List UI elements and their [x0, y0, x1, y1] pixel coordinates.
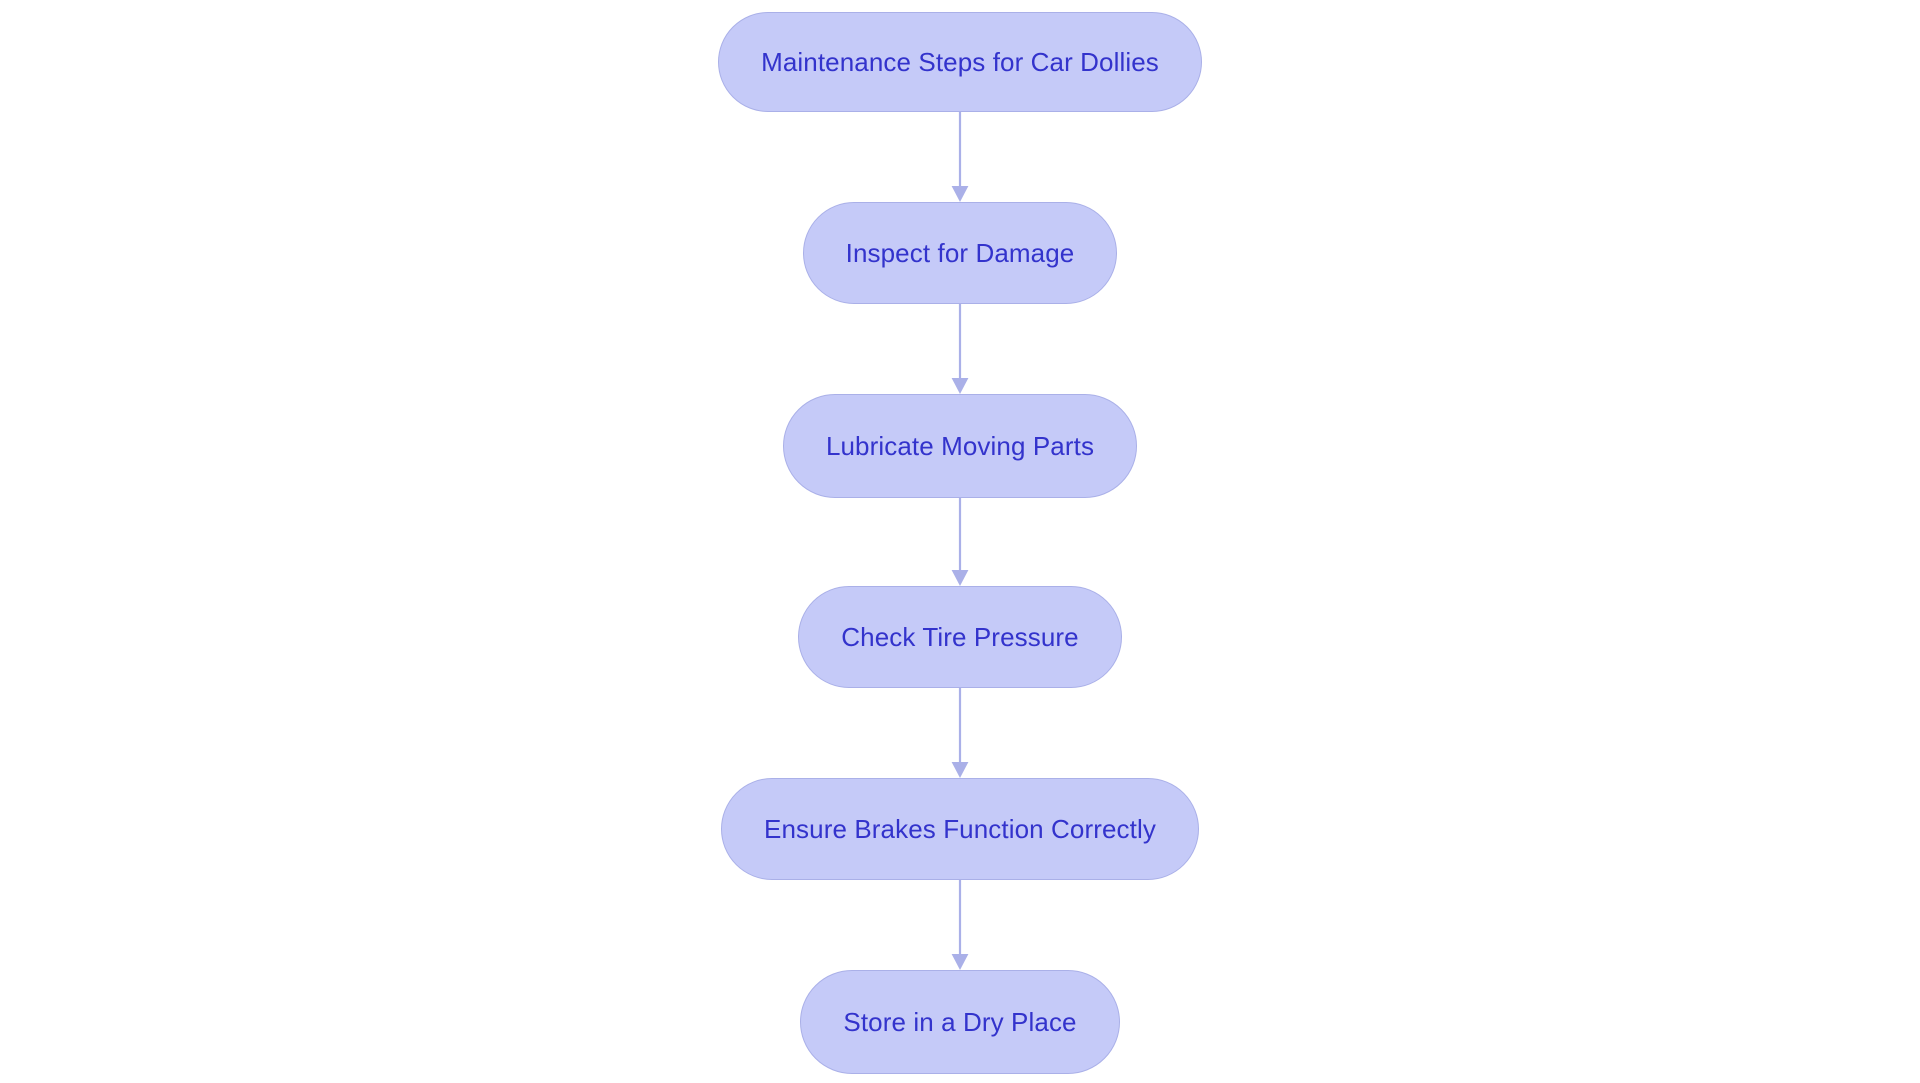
- arrow-down-icon: [951, 880, 969, 970]
- flow-node-label: Ensure Brakes Function Correctly: [764, 814, 1156, 844]
- flow-node-label: Inspect for Damage: [845, 238, 1075, 268]
- flow-connector-0: [948, 112, 972, 202]
- flow-connector-2: [948, 498, 972, 586]
- top-spacer: [960, 0, 961, 12]
- flow-connector-3: [948, 688, 972, 778]
- arrow-down-icon: [951, 688, 969, 778]
- flow-node-lubricate-moving-parts[interactable]: Lubricate Moving Parts: [782, 394, 1138, 498]
- flow-connector-4: [948, 880, 972, 970]
- flow-node-check-tire-pressure[interactable]: Check Tire Pressure: [798, 586, 1122, 688]
- arrow-down-icon: [951, 498, 969, 586]
- arrow-down-icon: [951, 304, 969, 394]
- flow-node-label: Store in a Dry Place: [843, 1007, 1077, 1037]
- flow-node-label: Lubricate Moving Parts: [825, 431, 1095, 461]
- flow-connector-1: [948, 304, 972, 394]
- flow-node-label: Check Tire Pressure: [841, 622, 1079, 652]
- flow-node-store-in-a-dry-place[interactable]: Store in a Dry Place: [800, 970, 1120, 1074]
- flow-node-ensure-brakes-function-correctly[interactable]: Ensure Brakes Function Correctly: [721, 778, 1199, 880]
- flow-node-inspect-for-damage[interactable]: Inspect for Damage: [802, 202, 1118, 304]
- arrow-down-icon: [951, 112, 969, 202]
- flow-node-label: Maintenance Steps for Car Dollies: [761, 47, 1159, 77]
- flow-node-maintenance-steps-for-car-dollies[interactable]: Maintenance Steps for Car Dollies: [718, 12, 1202, 112]
